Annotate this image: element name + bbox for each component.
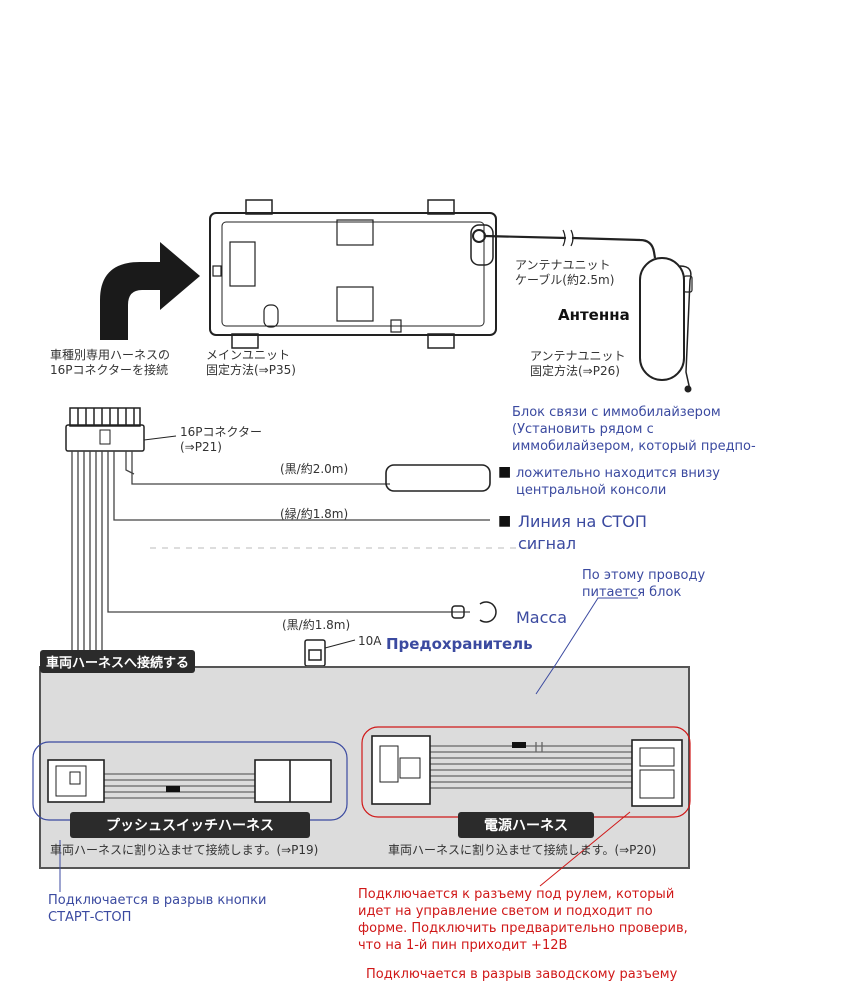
immobilizer-module-drawing xyxy=(385,464,491,492)
bullet-immobilizer: ■ xyxy=(498,464,512,480)
wire-green-18m-label: (緑/約1.8m) xyxy=(280,507,349,521)
power-harness-note: 車両ハーネスに割り込ませて接続します。(⇒P20) xyxy=(388,843,657,857)
push-switch-note: 車両ハーネスに割り込ませて接続します。(⇒P19) xyxy=(50,843,319,857)
connector-16p-label: 16Pコネクター (⇒P21) xyxy=(180,425,263,454)
main-unit-connect-label: 車種別専用ハーネスの 16Pコネクターを接続 xyxy=(50,348,171,377)
stop-line-annotation: Линия на СТОП сигнал xyxy=(518,512,647,553)
power-harness-tag: 電源ハーネス xyxy=(458,812,594,838)
wire-black-2m-label: (黒/約2.0m) xyxy=(280,462,349,476)
ground-annotation: Масса xyxy=(516,608,568,627)
immobilizer-annotation-cont: ложительно находится внизу центральной к… xyxy=(516,466,720,498)
antenna-cable-label: アンテナユニット ケーブル(約2.5m) xyxy=(515,258,615,287)
connector-16p-drawing xyxy=(65,407,177,452)
immobilizer-annotation: Блок связи с иммобилайзером (Установить … xyxy=(512,405,756,454)
fuse-value-label: 10A xyxy=(358,634,382,648)
leader-lines xyxy=(535,597,638,695)
power-harness-connectors xyxy=(371,735,683,807)
antenna-ru-label: Антенна xyxy=(558,306,630,324)
bullet-stop-line: ■ xyxy=(498,513,512,529)
main-unit-drawing xyxy=(209,199,497,349)
fuse-annotation: Предохранитель xyxy=(386,635,533,653)
power-feed-annotation: По этому проводу питается блок xyxy=(582,568,706,600)
antenna-drawing xyxy=(484,229,693,393)
steering-connector-annotation: Подключается к разъему под рулем, которы… xyxy=(358,887,688,953)
insert-arrow-icon xyxy=(100,242,200,340)
antenna-fix-label: アンテナユニット 固定方法(⇒P26) xyxy=(530,349,626,378)
ground-terminal-icon xyxy=(451,601,497,623)
leader-lines-red xyxy=(539,811,631,887)
factory-connector-annotation: Подключается в разрыв заводскому разъему xyxy=(366,967,678,982)
push-switch-connectors xyxy=(47,759,332,803)
main-unit-fix-label: メインユニット 固定方法(⇒P35) xyxy=(206,348,296,377)
vehicle-panel-title: 車両ハーネスへ接続する xyxy=(40,650,196,673)
start-stop-annotation: Подключается в разрыв кнопки СТАРТ-СТОП xyxy=(48,893,267,925)
wire-black-18m-label: (黒/約1.8m) xyxy=(282,618,351,632)
push-switch-harness-tag: プッシュスイッチハーネス xyxy=(70,812,310,838)
